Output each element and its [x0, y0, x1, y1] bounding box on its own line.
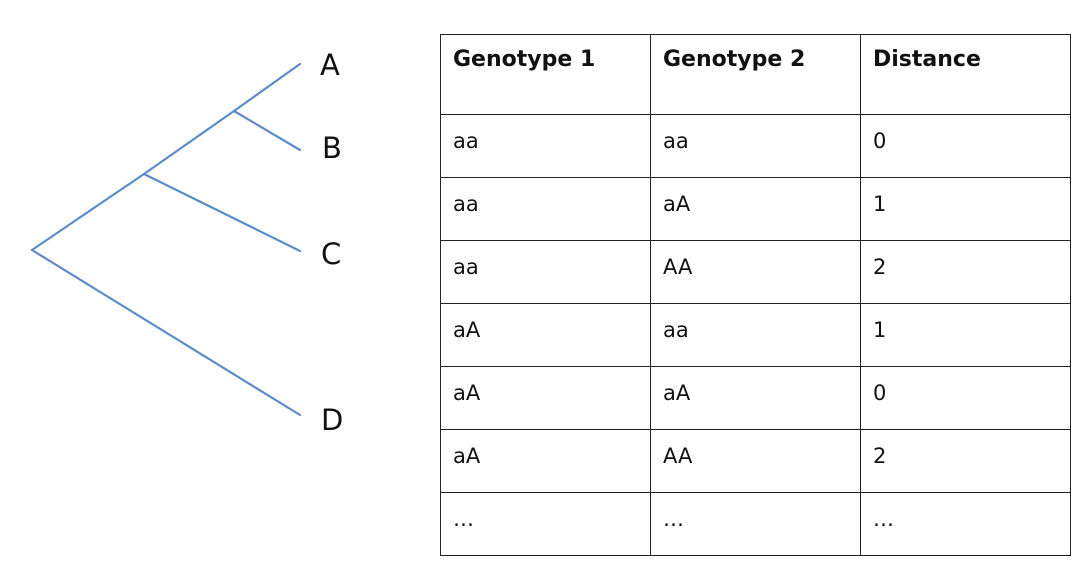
leaf-label-d: D	[321, 403, 343, 437]
table-row: aa aA 1	[440, 177, 1071, 241]
branch-abc-node-to-ab-node	[142, 109, 236, 176]
branch-root-to-d	[30, 248, 302, 417]
cell-genotype-1: aA	[440, 303, 651, 367]
cell-genotype-1: aa	[440, 240, 651, 304]
branch-abc-node-to-c	[142, 172, 302, 253]
cell-distance: 2	[860, 429, 1071, 493]
cell-distance: 0	[860, 366, 1071, 430]
genotype-distance-table: Genotype 1 Genotype 2 Distance aa aa 0 a…	[440, 34, 1071, 556]
cell-genotype-1: aa	[440, 177, 651, 241]
cell-genotype-2: aA	[650, 366, 861, 430]
cell-distance: 0	[860, 114, 1071, 178]
phylogenetic-tree: A B C D	[30, 48, 343, 437]
cell-genotype-2: aA	[650, 177, 861, 241]
leaf-label-c: C	[321, 237, 341, 271]
branch-ab-node-to-b	[232, 109, 302, 152]
cell-genotype-1: aA	[440, 429, 651, 493]
cell-genotype-1: …	[440, 492, 651, 556]
leaf-label-a: A	[320, 48, 340, 82]
header-genotype-1: Genotype 1	[440, 34, 651, 115]
cell-genotype-2: aa	[650, 303, 861, 367]
cell-genotype-2: AA	[650, 429, 861, 493]
cell-distance: 2	[860, 240, 1071, 304]
cell-distance: …	[860, 492, 1071, 556]
cell-distance: 1	[860, 303, 1071, 367]
table-row: … … …	[440, 492, 1071, 556]
table-row: aA aA 0	[440, 366, 1071, 430]
cell-genotype-2: AA	[650, 240, 861, 304]
table-row: aA AA 2	[440, 429, 1071, 493]
cell-genotype-1: aa	[440, 114, 651, 178]
header-distance: Distance	[860, 34, 1071, 115]
header-genotype-2: Genotype 2	[650, 34, 861, 115]
cell-genotype-2: aa	[650, 114, 861, 178]
table-header-row: Genotype 1 Genotype 2 Distance	[440, 34, 1071, 115]
cell-genotype-1: aA	[440, 366, 651, 430]
cell-distance: 1	[860, 177, 1071, 241]
cell-genotype-2: …	[650, 492, 861, 556]
table-row: aA aa 1	[440, 303, 1071, 367]
branch-ab-node-to-a	[232, 62, 302, 113]
table-row: aa aa 0	[440, 114, 1071, 178]
branch-root-to-abc-node	[30, 172, 146, 252]
table-row: aa AA 2	[440, 240, 1071, 304]
leaf-label-b: B	[322, 131, 342, 165]
